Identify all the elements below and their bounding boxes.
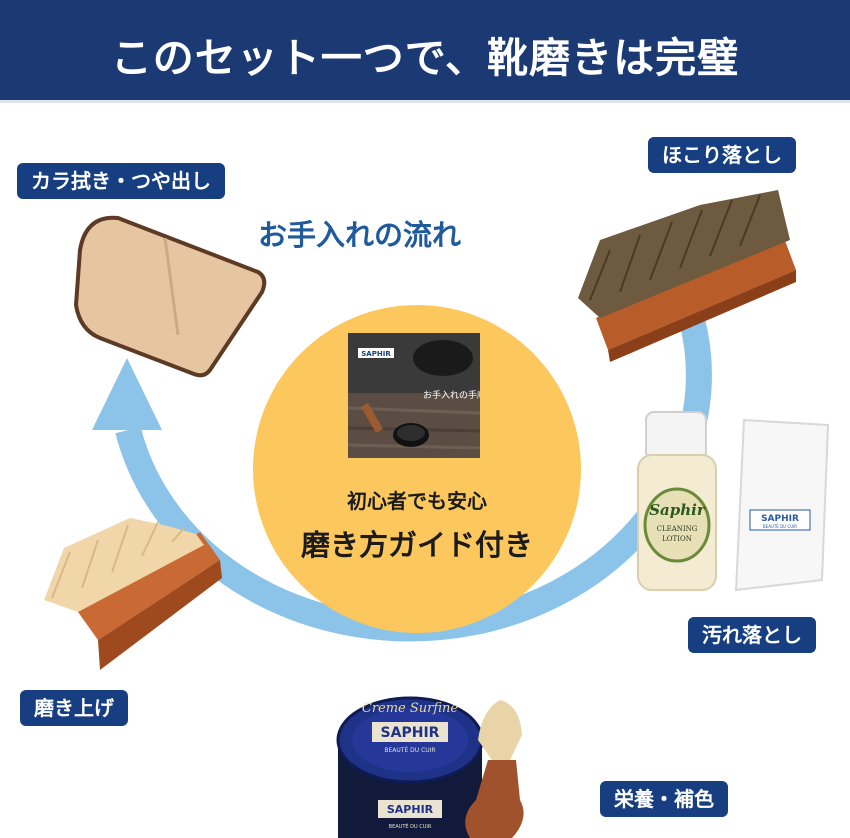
- flow-title: お手入れの流れ: [258, 218, 462, 252]
- booklet-brand: SAPHIR: [361, 350, 391, 358]
- step-label-dry-buff: カラ拭き・つや出し: [17, 163, 225, 199]
- step-label-nourish-color: 栄養・補色: [600, 781, 728, 817]
- step-label-dust-removal: ほこり落とし: [648, 137, 796, 173]
- step-label-dirt-removal: 汚れ落とし: [688, 617, 816, 653]
- booklet-caption: お手入れの手順: [423, 389, 480, 401]
- header-banner: このセット一つで、靴磨きは完璧: [0, 0, 850, 103]
- guide-booklet-image: SAPHIR お手入れの手順: [348, 333, 480, 458]
- guide-title: 磨き方ガイド付き: [300, 528, 533, 562]
- header-title: このセット一つで、靴磨きは完璧: [110, 34, 740, 82]
- guide-subtitle: 初心者でも安心: [347, 489, 487, 513]
- step-label-polishing: 磨き上げ: [20, 690, 128, 726]
